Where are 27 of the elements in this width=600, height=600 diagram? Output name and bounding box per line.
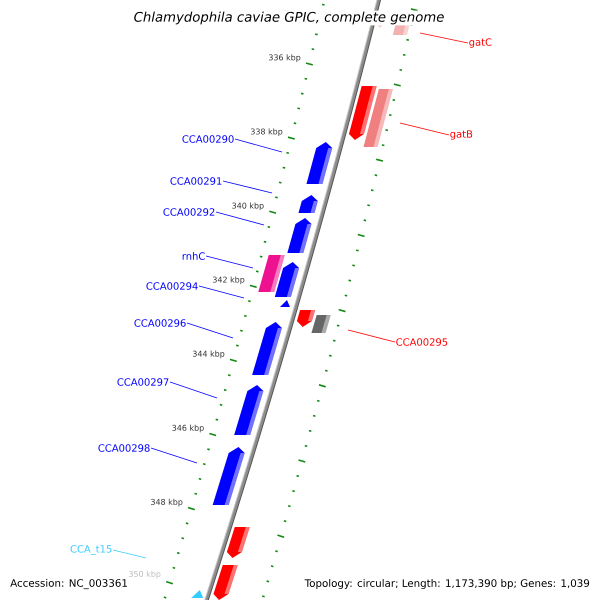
accession-text: Accession: NC_003361 xyxy=(10,578,127,590)
genome-info-text: Topology: circular; Length: 1,173,390 bp; Genes: 1,039 xyxy=(304,579,590,589)
leader-line xyxy=(222,180,272,194)
gene-label: gatC xyxy=(469,38,492,48)
leader-line xyxy=(170,382,218,398)
leader-line xyxy=(420,32,468,44)
leader-line xyxy=(216,212,264,226)
leader-line xyxy=(186,322,234,338)
gene-label: rnhC xyxy=(182,252,205,260)
gene-label: CCA00298 xyxy=(98,444,150,452)
leader-line xyxy=(348,330,396,342)
leader-line xyxy=(112,550,146,558)
gene-label: CCA00294 xyxy=(146,282,198,290)
title: Chlamydophila caviae GPIC, complete genome xyxy=(132,10,446,26)
leader-line xyxy=(234,138,282,152)
gene-label: CCA00297 xyxy=(117,378,168,386)
gene-label: CCA00295 xyxy=(396,338,448,346)
leader-line xyxy=(198,286,244,298)
leader-line xyxy=(206,256,254,268)
gene-label: CCA00296 xyxy=(134,319,186,327)
gene-label: CCA00292 xyxy=(163,208,214,216)
gene-label: gatB xyxy=(450,130,472,140)
gene-label: CCA_t15 xyxy=(70,545,112,555)
leader-line xyxy=(400,122,450,136)
gene-label: CCA00291 xyxy=(170,177,222,185)
leader-line xyxy=(150,448,198,464)
gene-label: CCA00290 xyxy=(182,135,234,143)
